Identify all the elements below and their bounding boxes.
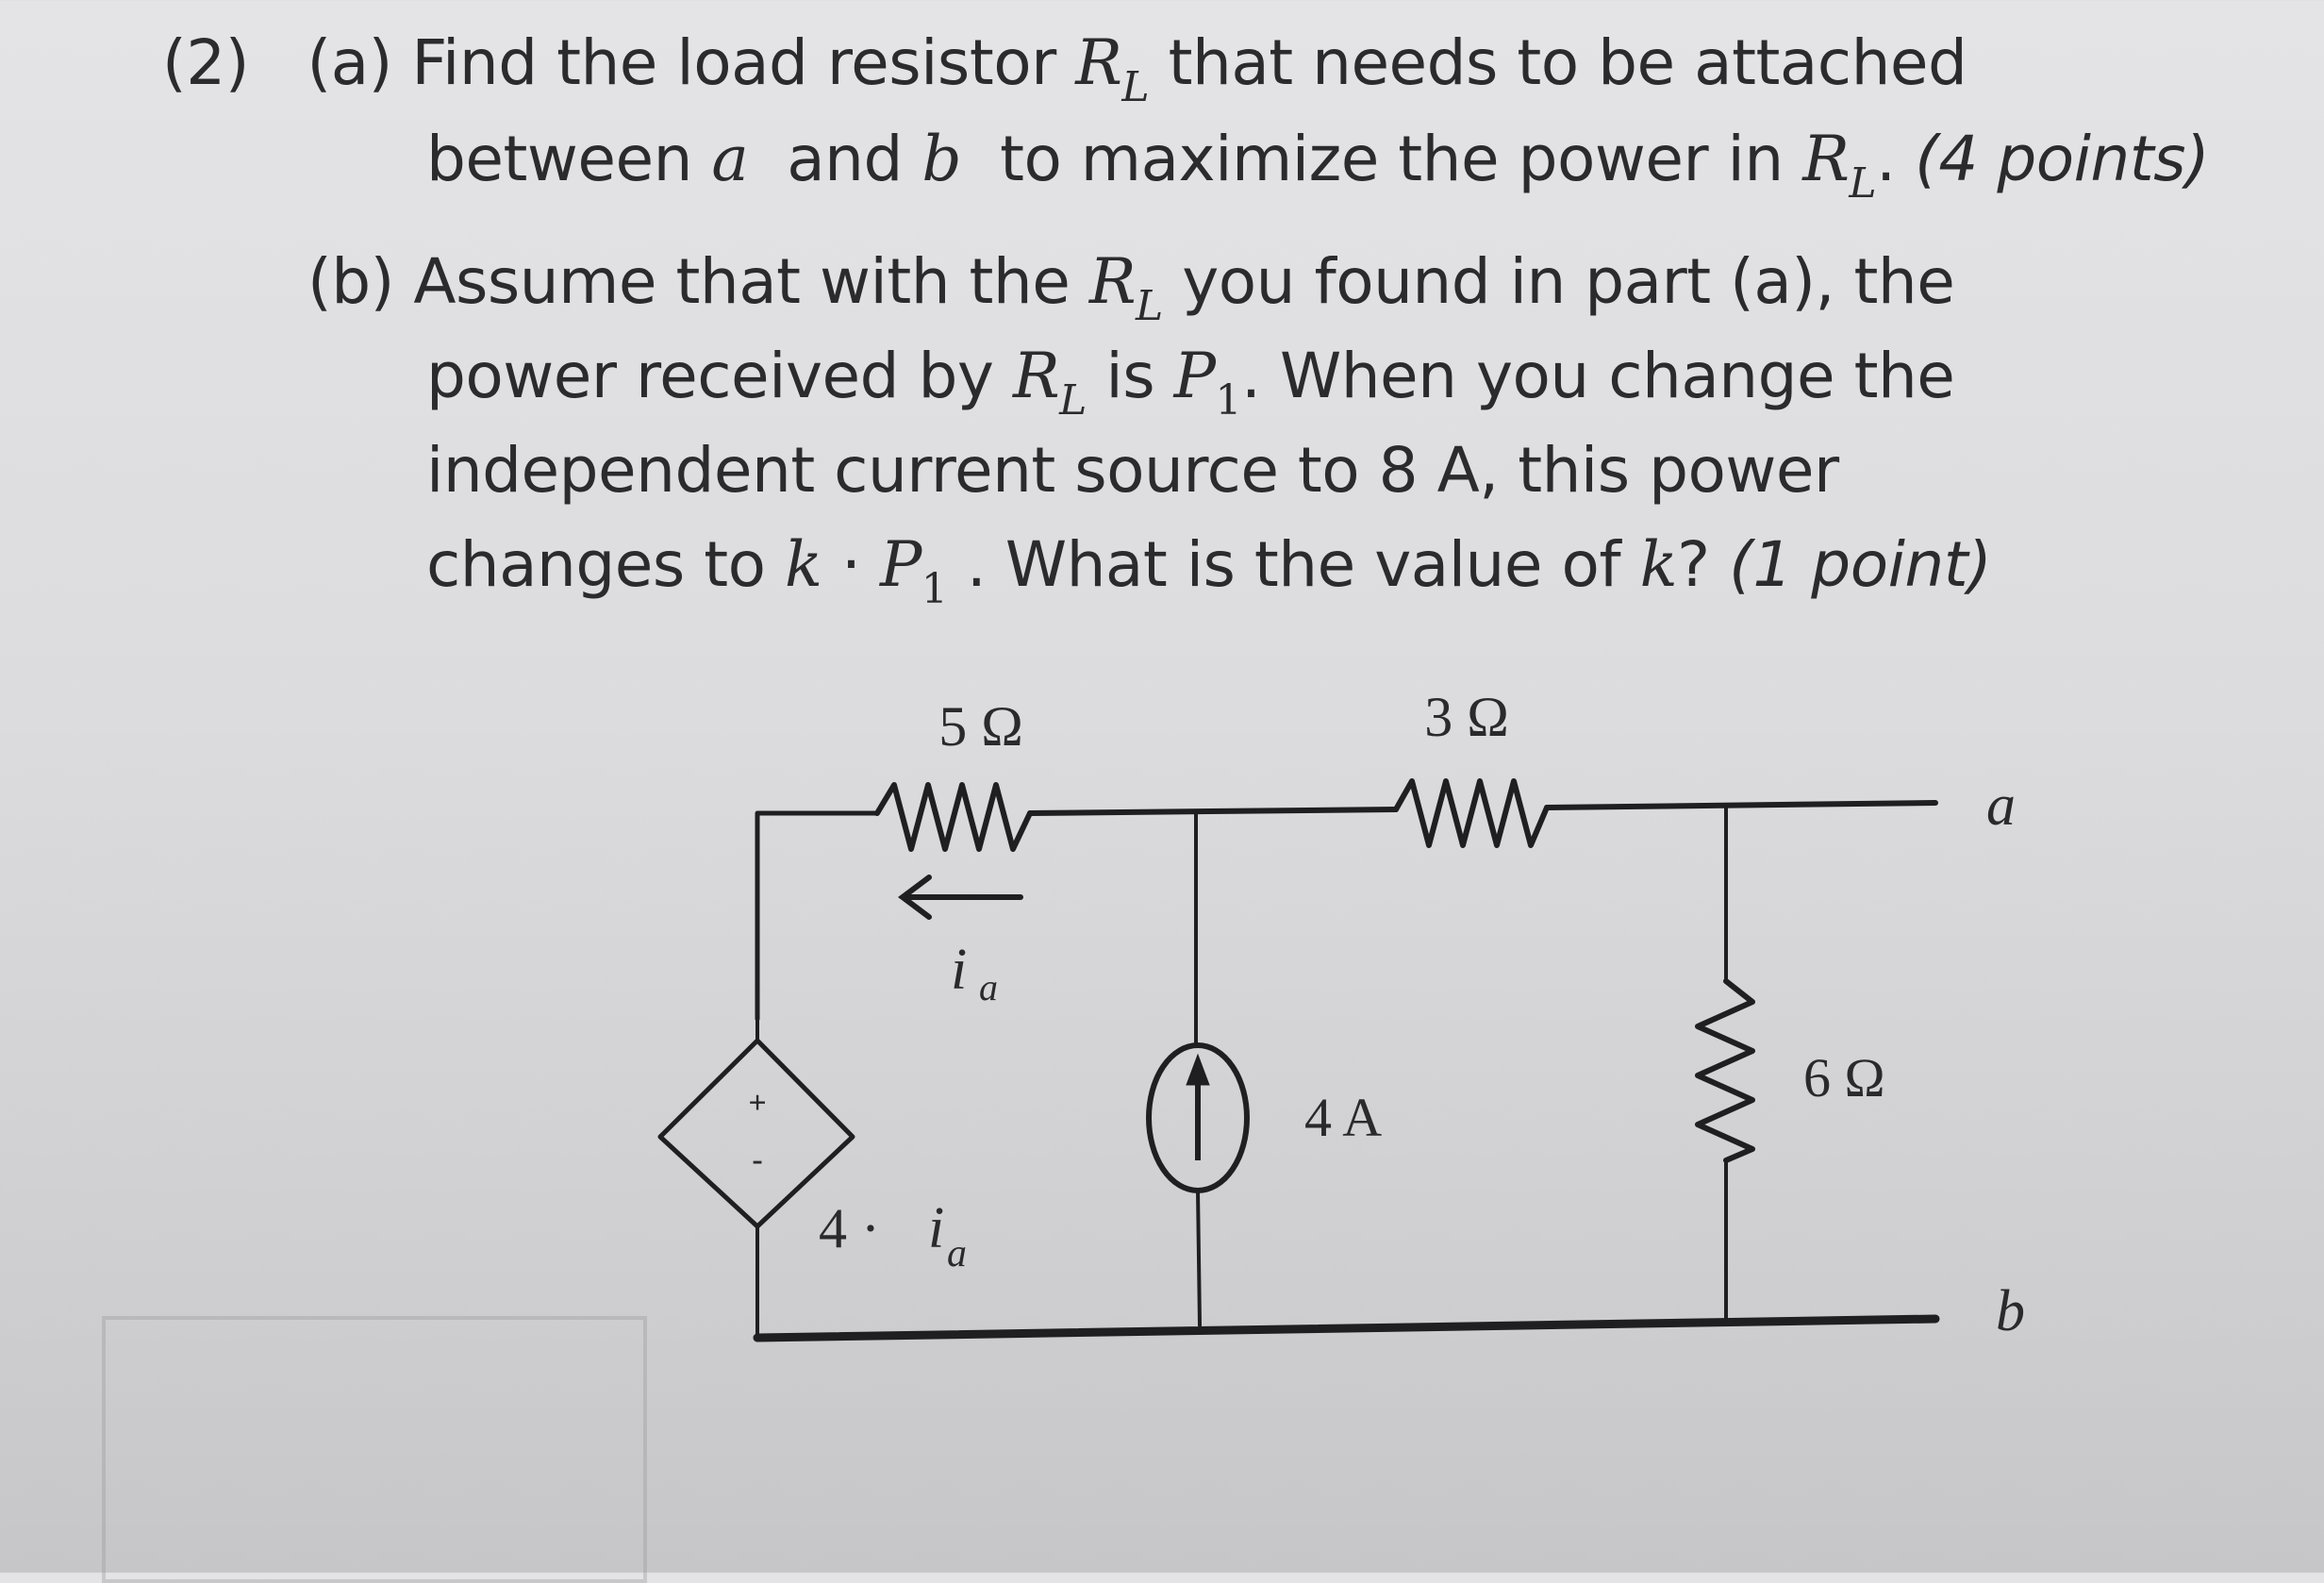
minus-sign: - <box>752 1142 762 1177</box>
text: changes to <box>426 528 785 601</box>
current-source-label: 4 A <box>1304 1087 1382 1148</box>
dependent-source-coef: 4 · <box>819 1197 880 1259</box>
var-k: k <box>785 528 822 601</box>
var-p: P <box>879 528 921 601</box>
left-arrow-icon <box>898 875 1023 920</box>
terminal-a-label[interactable]: a <box>1986 774 2016 838</box>
part-b-line-4: changes to k · P1 . What is the value of… <box>426 534 1992 613</box>
resistor-5-ohm-label: 5 Ω <box>938 695 1023 758</box>
resistor-6-ohm-symbol <box>1695 978 1755 1163</box>
part-b-line-3: independent current source to 8 A, this … <box>426 440 1839 502</box>
var-r: R <box>1012 340 1060 412</box>
text: is <box>1086 340 1174 412</box>
var-b: b <box>921 123 962 195</box>
part-a-label: (a) <box>307 26 392 99</box>
dependent-source-sub: a <box>947 1232 967 1275</box>
text: Assume that with the <box>413 245 1089 318</box>
points-label: (4 points) <box>1895 123 2210 195</box>
var-p: P <box>1173 340 1216 412</box>
text: . <box>1876 123 1896 195</box>
wire-to-a <box>1544 800 1938 810</box>
up-arrow-icon <box>1186 1053 1210 1160</box>
var-a: a <box>711 123 749 195</box>
part-b-label: (b) <box>307 245 394 318</box>
wire-mid-top <box>1027 807 1399 816</box>
text: you found in part (a), the <box>1162 245 1955 318</box>
text: independent current source to 8 A, this … <box>426 434 1839 507</box>
dependent-source-var: i <box>928 1196 944 1260</box>
wire-left-top <box>755 810 880 1022</box>
text: ? <box>1677 528 1710 601</box>
text: . What is the value of <box>947 528 1640 601</box>
text: that needs to be attached <box>1149 26 1967 99</box>
current-ia-label-sub: a <box>979 966 998 1008</box>
part-a-line-1: (2) (a) Find the load resistor RL that n… <box>162 32 1967 108</box>
text: and <box>748 123 922 195</box>
resistor-6-ohm-label: 6 Ω <box>1803 1047 1885 1108</box>
plus-sign: + <box>748 1086 766 1121</box>
points-label: (1 point) <box>1709 528 1992 601</box>
wire-mid-lower <box>1196 1189 1202 1327</box>
resistor-3-ohm-symbol <box>1393 778 1550 848</box>
part-a-line-2: between a and b to maximize the power in… <box>426 128 2210 208</box>
sub-l: L <box>1849 159 1877 208</box>
sub-1: 1 <box>921 565 948 613</box>
sub-l: L <box>1059 376 1087 425</box>
var-r: R <box>1088 245 1137 318</box>
var-k: k <box>1639 528 1678 601</box>
sub-1: 1 <box>1215 376 1242 425</box>
problem-number: (2) <box>162 26 250 99</box>
text: power received by <box>426 340 1013 412</box>
current-ia-label-var: i <box>951 938 967 1002</box>
sub-l: L <box>1136 282 1163 330</box>
text: . When you change the <box>1241 340 1955 412</box>
var-r: R <box>1075 26 1122 99</box>
var-r: R <box>1802 123 1850 195</box>
text: between <box>426 123 712 195</box>
part-b-line-1: (b) Assume that with the RL you found in… <box>307 251 1955 330</box>
resistor-3-ohm-label: 3 Ω <box>1424 686 1509 748</box>
text: · <box>822 528 880 601</box>
sub-l: L <box>1121 63 1150 111</box>
terminal-b-label[interactable]: b <box>1996 1279 2025 1343</box>
text: to maximize the power in <box>961 123 1803 195</box>
text: Find the load resistor <box>411 26 1076 99</box>
wire-bottom <box>753 1314 1940 1342</box>
resistor-5-ohm-symbol <box>874 782 1033 852</box>
part-b-line-2: power received by RL is P1. When you cha… <box>426 345 1955 425</box>
